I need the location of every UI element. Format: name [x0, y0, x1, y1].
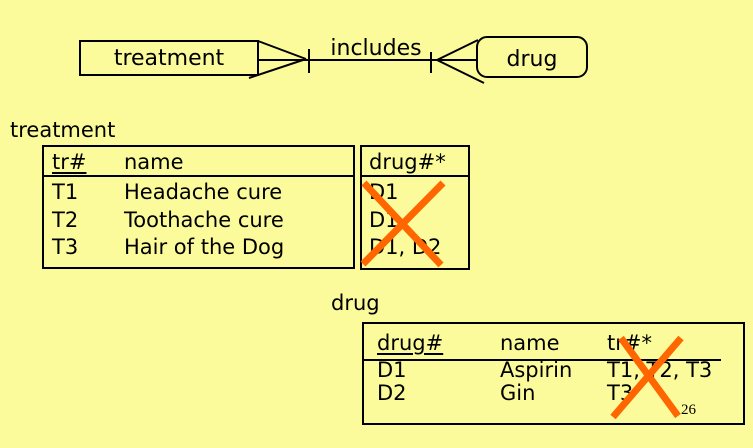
table-cell: D1, D2 [369, 235, 442, 259]
table-cell: Hair of the Dog [124, 235, 285, 259]
table-cell: D2 [377, 380, 407, 405]
table-cell: D1 [369, 207, 399, 232]
table-cell: Aspirin [500, 358, 573, 382]
treatment-table-label: treatment [10, 118, 116, 142]
treatment-entity-box [79, 40, 259, 76]
treatment-table-header: tr# name [44, 147, 353, 177]
crows-foot-left-bottom-prong [248, 58, 307, 79]
table-row: D1 Aspirin T1, T2, T3 [364, 359, 743, 382]
table-cell: D1 [369, 180, 399, 204]
table-cell: T1 [52, 180, 79, 204]
drug-entity-box [476, 36, 588, 78]
treatment-table-body: T1 Headache cure T2 Toothache cure T3 Ha… [44, 177, 353, 262]
treatment-entity-label: treatment [114, 46, 225, 71]
table-cell: T3 [52, 235, 79, 259]
table-cell: T2 [52, 207, 79, 232]
table-row: T2 Toothache cure [44, 207, 353, 235]
header-separator-line [364, 359, 721, 361]
table-row: D2 Gin T3 [364, 380, 743, 405]
table-cell: T3 [607, 380, 634, 405]
crows-foot-right-bottom-prong [436, 59, 485, 84]
column-header-name: name [124, 150, 184, 174]
crows-foot-left-top-prong [257, 40, 307, 60]
table-cell: Gin [500, 380, 536, 405]
treatment-drug-column-header: drug#* [362, 147, 468, 177]
relationship-label: includes [330, 36, 421, 61]
er-diagram [79, 36, 588, 84]
table-row: T1 Headache cure [44, 179, 353, 207]
table-cell: D1 [377, 358, 407, 382]
drug-table-header: drug# name tr#* [364, 324, 743, 359]
column-header-drug-multi: drug#* [369, 150, 446, 174]
drug-table-body: D1 Aspirin T1, T2, T3 D2 Gin T3 [364, 359, 743, 404]
treatment-table: tr# name T1 Headache cure T2 Toothache c… [42, 145, 355, 269]
table-row: T3 Hair of the Dog [44, 234, 353, 262]
treatment-drug-column: drug#* D1 D1 D1, D2 [360, 145, 470, 270]
column-header-tr-multi: tr#* [607, 331, 652, 355]
crows-foot-right-top-prong [436, 39, 479, 61]
table-cell: Toothache cure [124, 207, 284, 232]
column-header-name: name [500, 331, 560, 355]
treatment-drug-column-body: D1 D1 D1, D2 [362, 177, 468, 262]
column-header-drugnum: drug# [377, 331, 444, 355]
drug-table-label: drug [331, 291, 380, 315]
column-header-tr: tr# [52, 150, 87, 174]
page-number: 26 [681, 402, 696, 418]
table-cell: T1, T2, T3 [607, 358, 713, 382]
drug-entity-label: drug [507, 47, 558, 72]
table-cell: Headache cure [124, 180, 283, 204]
